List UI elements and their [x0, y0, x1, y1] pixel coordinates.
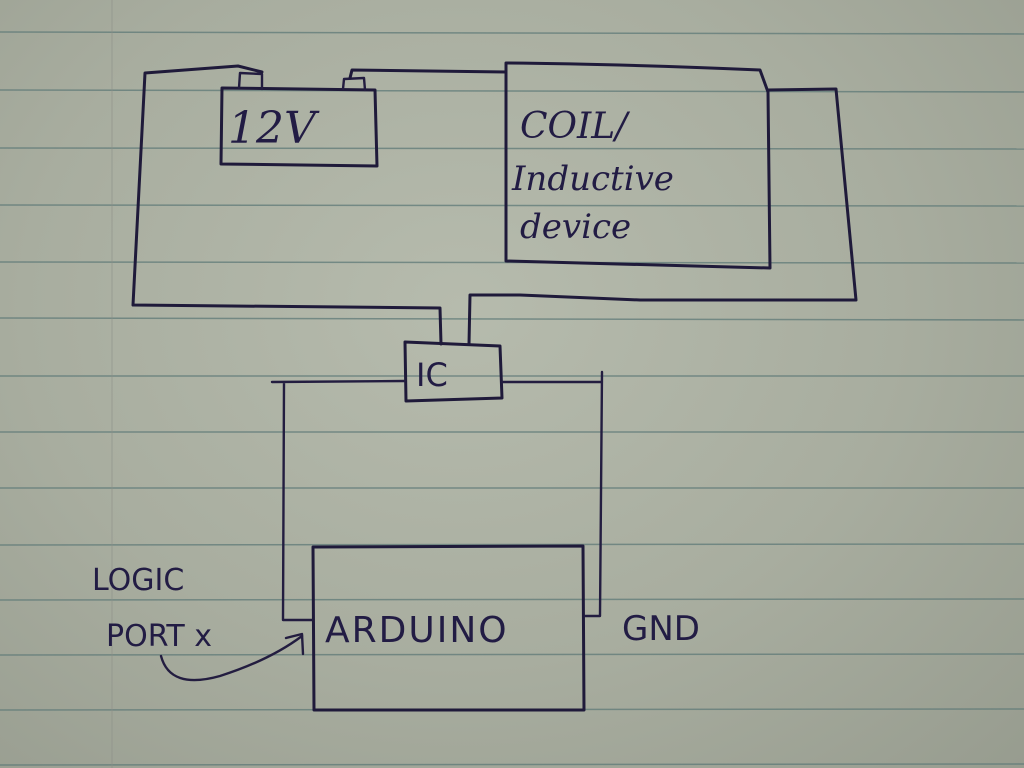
battery-label: 12V [228, 103, 320, 154]
annotations: LOGIC PORT x GND [92, 563, 700, 682]
wire-coil-to-ic [467, 87, 858, 346]
logic-port-label-line2: PORT x [106, 619, 212, 654]
ic-chip: IC [403, 340, 504, 403]
wire-battery-negative-to-ic [131, 64, 443, 346]
wire-ic-to-gnd [500, 370, 604, 618]
ic-label: IC [416, 356, 448, 394]
arrowhead-icon [284, 632, 305, 656]
battery-12v: 12V [219, 71, 379, 168]
coil-label-line2: Inductive [511, 159, 674, 199]
coil-label-line3: device [520, 207, 631, 247]
wire-battery-positive-to-coil [348, 68, 508, 80]
arduino-board: ARDUINO [311, 544, 586, 712]
coil-inductive-device: COIL/ Inductive device [504, 61, 772, 270]
logic-port-label-line1: LOGIC [92, 563, 184, 598]
logic-port-arrow-icon [159, 634, 304, 682]
wire-ic-to-logic-port [270, 379, 407, 622]
wires [131, 64, 858, 622]
arduino-label: ARDUINO [325, 610, 509, 651]
coil-label-line1: COIL/ [520, 106, 631, 147]
gnd-label: GND [622, 609, 700, 649]
